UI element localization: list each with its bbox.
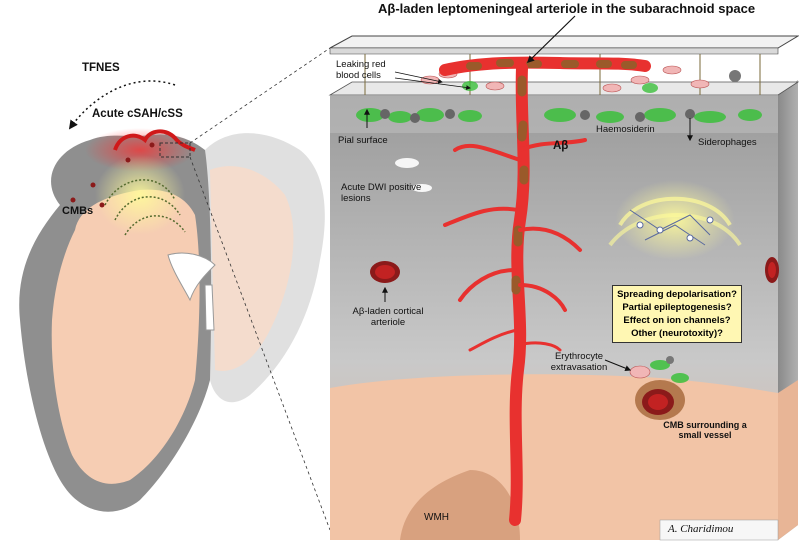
erythrocyte-extravasation-label: Erythrocyte extravasation — [550, 351, 608, 373]
cmb-dot — [125, 157, 131, 163]
hypothesis-line: Other (neurotoxity)? — [631, 328, 723, 339]
cmb-dot — [70, 197, 76, 203]
rbc-arrow — [394, 77, 471, 90]
arachnoid-membrane — [329, 35, 799, 49]
acute-dwi-label: Acute DWI positive lesions — [341, 182, 422, 204]
cmbs-label: CMBs — [62, 205, 94, 217]
cmb-small-vessel — [629, 356, 689, 420]
hypothesis-box: Spreading depolarisation? Partial epilep… — [612, 285, 742, 343]
diagram-title: Aβ-laden leptomeningeal arteriole in the… — [378, 1, 756, 16]
cmb-dot — [149, 142, 155, 148]
rbc-arrow — [394, 71, 443, 84]
haemosiderin-label: Haemosiderin — [596, 124, 655, 135]
signature: A. Charidimou — [668, 523, 734, 535]
tissue-block — [328, 35, 799, 541]
cmb-dot — [99, 202, 105, 208]
neuronal-network — [608, 180, 742, 260]
dwi-lesion — [412, 184, 432, 192]
penetrating-arteriole — [443, 62, 587, 526]
cortical-arteriole-label: Aβ-laden cortical arteriole — [352, 306, 424, 328]
siderophages-label: Siderophages — [698, 137, 757, 148]
extravasation-arrow — [604, 359, 632, 372]
leaking-rbc-label: Leaking red blood cells — [336, 59, 386, 81]
hypothesis-line: Partial epileptogenesis? — [622, 302, 732, 313]
coronal-brain-slice — [19, 128, 325, 512]
abeta-label: Aβ — [553, 140, 569, 152]
ventricle — [167, 252, 216, 302]
acute-csah-label: Acute cSAH/cSS — [92, 108, 183, 120]
left-white-matter — [51, 189, 200, 484]
hypothesis-line: Effect on ion channels? — [623, 315, 731, 326]
wmh-patch — [400, 470, 520, 540]
cmb-small-vessel-label: CMB surrounding a small vessel — [663, 420, 747, 441]
pial-surface-label: Pial surface — [338, 135, 388, 146]
zoom-region-box — [159, 142, 191, 158]
csah-surface — [113, 129, 196, 152]
tfnes-arrow — [68, 80, 176, 130]
wmh-label: WMH — [424, 512, 449, 523]
tfnes-label: TFNES — [82, 62, 120, 74]
dwi-lesion — [395, 158, 419, 168]
cmb-dot — [90, 182, 96, 188]
haemosiderin-deposits — [356, 108, 762, 123]
hypothesis-line: Spreading depolarisation? — [617, 289, 737, 300]
title-arrow — [526, 15, 576, 64]
